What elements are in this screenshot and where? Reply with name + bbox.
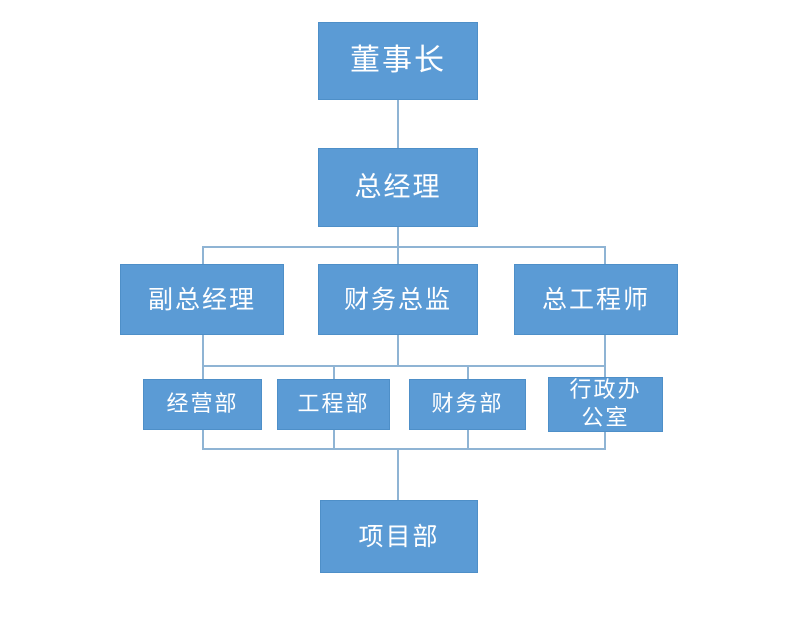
- connector-deputy-gm-drop: [202, 335, 204, 365]
- org-node-label: 董事长: [350, 43, 446, 79]
- connector-bus-to-engineering-dept: [333, 365, 335, 379]
- connector-bus-to-project-dept: [397, 448, 399, 500]
- org-node-finance-director[interactable]: 财务总监: [318, 264, 478, 335]
- org-node-label: 项目部: [358, 521, 440, 551]
- org-node-label: 副总经理: [147, 284, 256, 314]
- connector-bus-to-operations-dept: [202, 365, 204, 379]
- connector-level3-bus: [202, 246, 606, 248]
- org-node-engineering-dept[interactable]: 工程部: [277, 379, 390, 430]
- connector-admin-office-drop: [604, 432, 606, 448]
- org-node-label: 行政办 公室: [569, 378, 642, 431]
- org-node-general-manager[interactable]: 总经理: [318, 148, 478, 227]
- org-node-label: 总经理: [354, 171, 442, 203]
- connector-bus-to-admin-office: [604, 365, 606, 377]
- org-node-deputy-general-manager[interactable]: 副总经理: [120, 264, 284, 335]
- org-node-label: 工程部: [297, 391, 370, 417]
- org-node-project-dept[interactable]: 项目部: [320, 500, 478, 573]
- connector-level4-bus: [202, 365, 605, 367]
- connector-finance-dept-drop: [467, 430, 469, 448]
- org-node-chairman[interactable]: 董事长: [318, 22, 478, 100]
- connector-bus-to-finance-director: [397, 246, 399, 264]
- connector-engineering-dept-drop: [333, 430, 335, 448]
- connector-level5-bus: [202, 448, 606, 450]
- org-node-label: 财务部: [431, 391, 504, 417]
- connector-chairman-to-gm: [397, 100, 399, 148]
- org-node-operations-dept[interactable]: 经营部: [143, 379, 262, 430]
- org-node-label: 总工程师: [541, 284, 650, 314]
- connector-bus-to-chief-engineer: [604, 246, 606, 264]
- org-node-finance-dept[interactable]: 财务部: [409, 379, 526, 430]
- org-node-label: 财务总监: [343, 284, 452, 314]
- connector-finance-director-drop: [397, 335, 399, 365]
- org-node-chief-engineer[interactable]: 总工程师: [514, 264, 678, 335]
- org-node-label: 经营部: [166, 391, 239, 417]
- connector-chief-engineer-drop: [604, 335, 606, 365]
- connector-bus-to-deputy-gm: [202, 246, 204, 264]
- connector-gm-drop-to-bus: [397, 227, 399, 246]
- connector-bus-to-finance-dept: [467, 365, 469, 379]
- connector-operations-dept-drop: [202, 430, 204, 448]
- org-node-admin-office[interactable]: 行政办 公室: [548, 377, 663, 432]
